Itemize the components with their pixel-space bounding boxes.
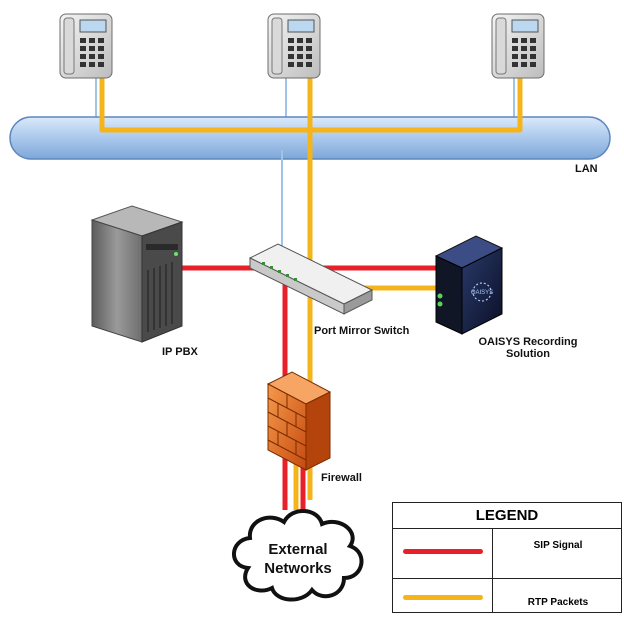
ip-pbx-label: IP PBX xyxy=(162,346,198,358)
legend-label-rtp: RTP Packets xyxy=(527,597,589,608)
legend-swatch-rtp xyxy=(403,595,483,600)
phone-icon xyxy=(491,13,545,79)
recording-label-line2: Solution xyxy=(506,348,550,360)
phone-icon xyxy=(59,13,113,79)
switch-icon xyxy=(248,243,374,315)
legend-row-rtp: RTP Packets xyxy=(393,579,621,612)
cloud-label: External Networks xyxy=(250,540,346,578)
legend-swatch-cell xyxy=(393,529,493,578)
recording-label-line1: OAISYS Recording xyxy=(478,336,578,348)
recorder-icon: OAISYS xyxy=(434,235,504,335)
legend: LEGEND SIP Signal RTP Packets xyxy=(392,502,622,613)
phone-icon xyxy=(267,13,321,79)
oaisys-logo-text: OAISYS xyxy=(471,290,493,296)
cloud-icon xyxy=(232,509,364,602)
firewall-label: Firewall xyxy=(321,472,362,484)
legend-label-sip: SIP Signal xyxy=(533,540,583,551)
server-icon xyxy=(90,205,184,343)
legend-title: LEGEND xyxy=(393,503,621,529)
firewall-icon xyxy=(266,371,332,471)
cloud-label-line2: Networks xyxy=(264,560,332,577)
switch-label: Port Mirror Switch xyxy=(314,325,410,337)
lan-label: LAN xyxy=(575,163,598,175)
cloud-label-line1: External xyxy=(268,541,328,558)
legend-swatch-sip xyxy=(403,549,483,554)
legend-row-sip: SIP Signal xyxy=(393,529,621,579)
legend-swatch-cell xyxy=(393,579,493,612)
